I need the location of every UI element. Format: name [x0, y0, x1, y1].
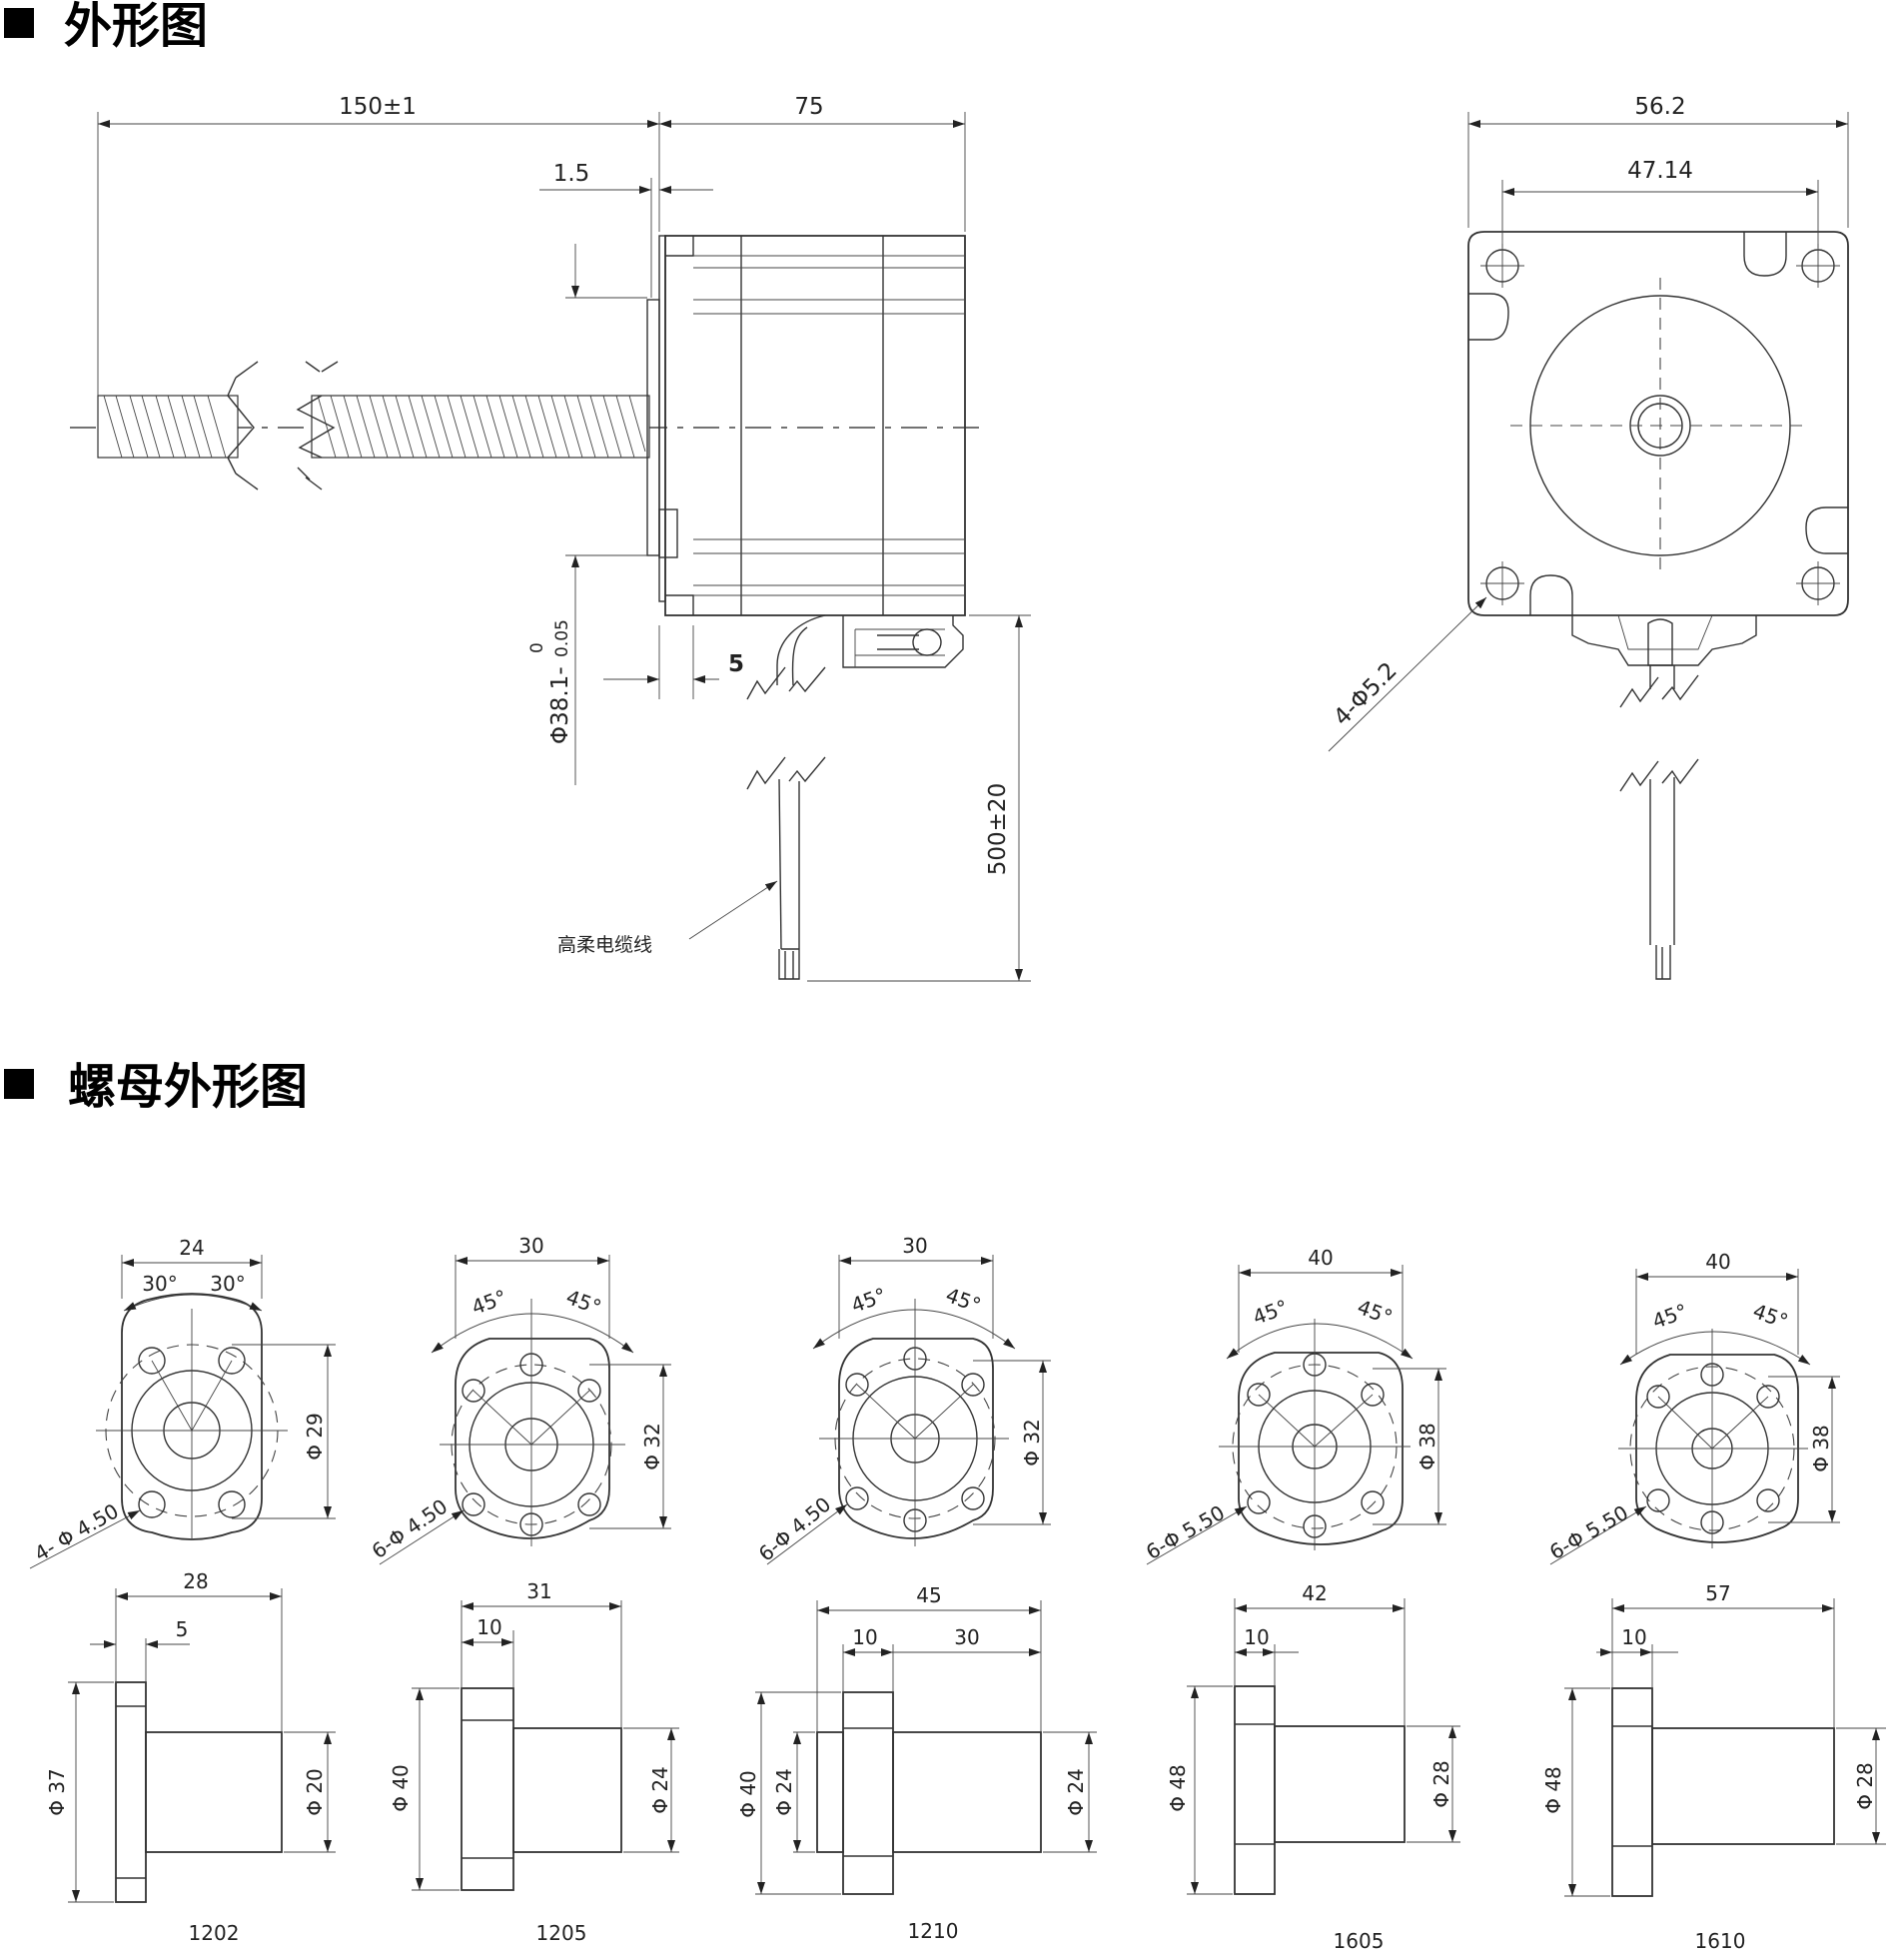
- dim-frame-width: 56.2: [1634, 94, 1685, 120]
- mount-hole-br: [1796, 561, 1840, 605]
- nut-1202-model: 1202: [189, 1921, 240, 1945]
- nut-1210-segment: 30: [954, 1625, 979, 1649]
- nut-1202-angle-left: 30°: [142, 1272, 177, 1296]
- nut-1605-pcd: Φ 38: [1416, 1423, 1439, 1470]
- dim-boss-diameter: Φ38.1-: [547, 666, 573, 744]
- nut-1205-model: 1205: [536, 1921, 587, 1945]
- dim-boss-tol-lower: 0.05: [552, 619, 572, 657]
- nut-1210-holes: 6-Φ 4.50: [754, 1492, 836, 1566]
- nut-1202-flange: 5: [176, 1617, 189, 1641]
- nut-1210-pcd: Φ 32: [1020, 1419, 1044, 1467]
- nut-1610-model: 1610: [1695, 1929, 1746, 1953]
- nut-1605-side: 42 10 Φ 48 Φ 28 1605: [1166, 1581, 1460, 1953]
- mount-hole-tr: [1796, 244, 1840, 288]
- nut-1202-side: 28 5 Φ 37 Φ 20 1202: [45, 1569, 336, 1945]
- nut-1605-front: 40 45° 45° Φ 38 6-Φ 5.50: [1142, 1246, 1446, 1565]
- mount-hole-bl: [1480, 561, 1524, 605]
- section-bullet-icon: [4, 1069, 34, 1099]
- nut-1202-pcd: Φ 29: [303, 1413, 327, 1461]
- nut-1205-angle-right: 45°: [563, 1285, 605, 1320]
- dim-boss-tol-upper: 0: [527, 642, 547, 653]
- nut-1210-pilot-dia: Φ 24: [772, 1768, 796, 1816]
- nut-1210-angle-right: 45°: [943, 1283, 985, 1318]
- nut-1610-flange: 10: [1621, 1625, 1646, 1649]
- section-nut-title: 螺母外形图: [68, 1059, 308, 1115]
- nut-1210-flange: 10: [852, 1625, 877, 1649]
- nut-1610-length: 57: [1705, 1581, 1730, 1605]
- nut-1610-flange-dia: Φ 48: [1541, 1766, 1565, 1814]
- lead-screw-left: [97, 361, 259, 490]
- nut-1605-holes: 6-Φ 5.50: [1142, 1500, 1229, 1564]
- nut-1205-length: 31: [526, 1579, 551, 1603]
- nut-1202-width: 24: [179, 1236, 204, 1260]
- dim-hole-spacing: 47.14: [1627, 158, 1693, 184]
- nut-1210-front: 30 45° 45° Φ 32 6-Φ 4.50: [754, 1234, 1051, 1566]
- dim-cable-length: 500±20: [985, 783, 1011, 875]
- nut-1605-angle-left: 45°: [1250, 1295, 1292, 1330]
- nut-1202-front: 24 30° 30° Φ 29 4- Φ 4.50: [29, 1236, 336, 1569]
- nut-1210-angle-left: 45°: [848, 1283, 890, 1318]
- nut-1610-side: 57 10 Φ 48 Φ 28 1610: [1541, 1581, 1886, 1953]
- nut-1205-pcd: Φ 32: [640, 1423, 664, 1470]
- nut-1205-angle-left: 45°: [469, 1285, 510, 1320]
- nut-1605-angle-right: 45°: [1355, 1295, 1397, 1330]
- section-nut-heading: 螺母外形图: [4, 1059, 308, 1115]
- nut-1210-body-dia: Φ 24: [1064, 1768, 1088, 1816]
- motor-front-view: 56.2 47.14 4-Φ5.2: [1328, 94, 1849, 980]
- nut-1605-flange: 10: [1244, 1625, 1269, 1649]
- motor-side-view: 150±1 75 1.5 Φ38.1- 0 0.05 5 500±20 高柔电缆…: [70, 94, 1031, 982]
- nut-1205-holes: 6-Φ 4.50: [368, 1494, 453, 1563]
- nut-1202-body-dia: Φ 20: [303, 1768, 327, 1816]
- nut-1605-width: 40: [1308, 1246, 1333, 1270]
- nut-1605-body-dia: Φ 28: [1429, 1760, 1453, 1808]
- nut-1205-flange: 10: [476, 1615, 501, 1639]
- nut-1610-angle-right: 45°: [1750, 1299, 1792, 1334]
- section-outline-title: 外形图: [64, 0, 208, 54]
- nut-1202-flange-dia: Φ 37: [45, 1768, 69, 1816]
- nut-1202-angle-right: 30°: [210, 1272, 245, 1296]
- nut-1205-body-dia: Φ 24: [648, 1766, 672, 1814]
- mount-hole-tl: [1480, 244, 1524, 288]
- nut-1202-holes: 4- Φ 4.50: [30, 1498, 122, 1565]
- nut-1205-flange-dia: Φ 40: [389, 1764, 413, 1812]
- section-outline-heading: 外形图: [4, 0, 208, 54]
- nut-1610-holes: 6-Φ 5.50: [1545, 1500, 1632, 1564]
- nut-1202-length: 28: [183, 1569, 208, 1593]
- nut-1210-model: 1210: [908, 1919, 959, 1943]
- nut-1610-pcd: Φ 38: [1809, 1425, 1833, 1472]
- dim-flange-thickness: 1.5: [553, 161, 590, 187]
- nut-1205-front: 30 45° 45° Φ 32 6-Φ 4.50: [368, 1234, 671, 1565]
- dim-screw-length: 150±1: [339, 94, 417, 120]
- dim-boss-offset: 5: [728, 651, 744, 677]
- nut-1610-front: 40 45° 45° Φ 38 6-Φ 5.50: [1545, 1250, 1840, 1565]
- nut-1610-width: 40: [1705, 1250, 1730, 1274]
- nut-1205-width: 30: [518, 1234, 543, 1258]
- dim-body-length: 75: [794, 94, 823, 120]
- section-bullet-icon: [4, 8, 34, 38]
- nut-1605-flange-dia: Φ 48: [1166, 1764, 1190, 1812]
- nut-1605-model: 1605: [1334, 1929, 1385, 1953]
- cable-label: 高柔电缆线: [557, 934, 652, 956]
- nut-1205-side: 31 10 Φ 40 Φ 24 1205: [389, 1579, 679, 1945]
- nut-1210-length: 45: [916, 1583, 941, 1607]
- nut-1610-body-dia: Φ 28: [1853, 1762, 1877, 1810]
- nut-1605-length: 42: [1302, 1581, 1327, 1605]
- nut-1210-width: 30: [902, 1234, 927, 1258]
- dim-mount-holes: 4-Φ5.2: [1329, 657, 1402, 730]
- lead-screw-right: [296, 361, 650, 490]
- nut-1210-flange-dia: Φ 40: [736, 1770, 760, 1818]
- nut-1210-side: 45 10 30 Φ 40 Φ 24 Φ 24 1210: [736, 1583, 1097, 1943]
- nut-1610-angle-left: 45°: [1649, 1299, 1691, 1334]
